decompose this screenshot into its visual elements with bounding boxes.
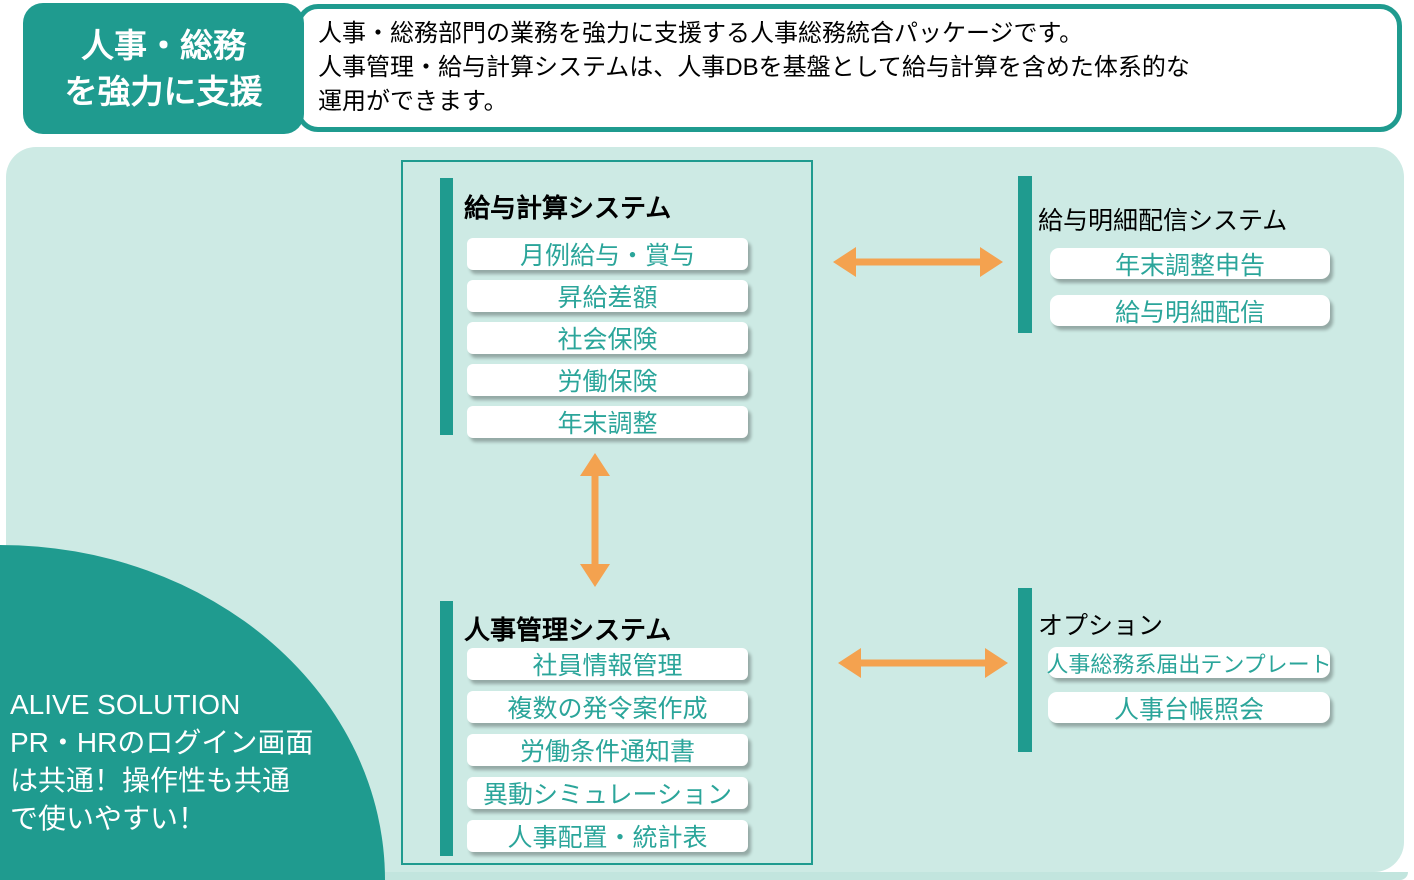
callout-line-2: PR・HRのログイン画面 (10, 727, 314, 758)
double-arrow-vertical-icon (575, 450, 615, 590)
hr-item-list: 社員情報管理 複数の発令案作成 労働条件通知書 異動シミュレーション 人事配置・… (467, 648, 748, 852)
callout-text: ALIVE SOLUTION PR・HRのログイン画面 は共通！操作性も共通 で… (10, 686, 380, 838)
callout-line-4: で使いやすい！ (10, 803, 207, 834)
header-badge: 人事・総務 を強力に支援 (23, 3, 304, 134)
header-badge-line-2: を強力に支援 (64, 72, 263, 110)
hr-item: 社員情報管理 (467, 648, 748, 680)
options-item: 人事台帳照会 (1048, 692, 1330, 724)
hr-section-title: 人事管理システム (464, 615, 672, 645)
options-item-list: 人事総務系届出テンプレート 人事台帳照会 (1046, 647, 1332, 724)
options-section-title: オプション (1038, 612, 1164, 640)
options-accent-bar (1018, 588, 1032, 752)
double-arrow-horizontal-top-icon (830, 244, 1006, 280)
payroll-accent-bar (440, 178, 453, 435)
payroll-item: 社会保険 (467, 322, 748, 354)
payslip-item-list: 年末調整申告 給与明細配信 (1050, 248, 1330, 327)
hr-accent-bar (440, 601, 453, 856)
payroll-item: 昇給差額 (467, 280, 748, 312)
payslip-item: 年末調整申告 (1050, 248, 1330, 280)
callout-line-3: は共通！操作性も共通 (10, 765, 291, 796)
header-description-line-2: 人事管理・給与計算システムは、人事DBを基盤として給与計算を含めた体系的な (318, 54, 1190, 81)
double-arrow-horizontal-bottom-icon (835, 645, 1011, 681)
payslip-accent-bar (1018, 176, 1032, 333)
hr-item: 複数の発令案作成 (467, 691, 748, 723)
header-description-line-3: 運用ができます。 (318, 88, 508, 115)
callout-line-1: ALIVE SOLUTION (10, 689, 241, 720)
payslip-item: 給与明細配信 (1050, 295, 1330, 327)
payroll-item-list: 月例給与・賞与 昇給差額 社会保険 労働保険 年末調整 (467, 238, 748, 438)
header-badge-line-1: 人事・総務 (81, 26, 246, 64)
hr-item: 異動シミュレーション (467, 777, 748, 809)
header-description-box (296, 4, 1402, 132)
options-item: 人事総務系届出テンプレート (1046, 647, 1332, 678)
header-description: 人事・総務部門の業務を強力に支援する人事総務統合パッケージです。 人事管理・給与… (318, 17, 1318, 119)
hr-item: 労働条件通知書 (467, 734, 748, 766)
payslip-section-title: 給与明細配信システム (1038, 207, 1288, 235)
header-description-line-1: 人事・総務部門の業務を強力に支援する人事総務統合パッケージです。 (318, 20, 1084, 47)
core-systems-frame (401, 160, 813, 865)
bottom-accent-band (0, 872, 1408, 880)
hr-item: 人事配置・統計表 (467, 820, 748, 852)
payroll-item: 労働保険 (467, 364, 748, 396)
payroll-item: 月例給与・賞与 (467, 238, 748, 270)
payroll-section-title: 給与計算システム (464, 193, 672, 223)
payroll-item: 年末調整 (467, 406, 748, 438)
